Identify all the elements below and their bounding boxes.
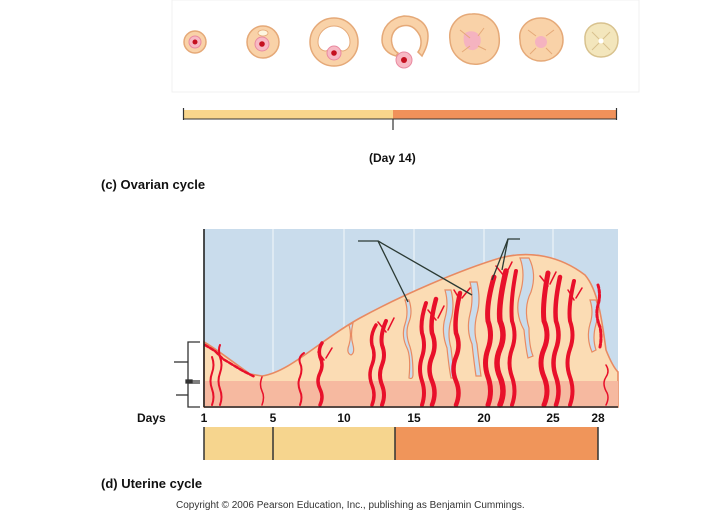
follicle-primordial bbox=[183, 30, 207, 54]
ovarian-cycle-title: (c) Ovarian cycle bbox=[101, 177, 206, 192]
follicle-secondary bbox=[309, 17, 359, 67]
day-tick-20: 20 bbox=[477, 411, 491, 425]
corpus-luteum-mature bbox=[519, 17, 564, 62]
copyright-notice: Copyright © 2006 Pearson Education, Inc.… bbox=[176, 500, 525, 511]
ovarian-phase-bar bbox=[182, 108, 618, 130]
follicle-ovulation bbox=[381, 15, 429, 69]
layer-brackets bbox=[174, 341, 200, 408]
day-tick-5: 5 bbox=[269, 411, 277, 425]
corpus-albicans bbox=[584, 22, 619, 58]
day-tick-25: 25 bbox=[546, 411, 560, 425]
corpus-luteum-early bbox=[449, 13, 501, 65]
day-tick-1: 1 bbox=[200, 411, 208, 425]
day-tick-15: 15 bbox=[407, 411, 421, 425]
endometrium-graph bbox=[174, 229, 619, 408]
uterine-cycle-title: (d) Uterine cycle bbox=[101, 476, 203, 491]
day-tick-10: 10 bbox=[337, 411, 351, 425]
uterine-phase-bar bbox=[203, 427, 599, 460]
days-axis-label: Days bbox=[137, 411, 166, 425]
ovulation-day-label: (Day 14) bbox=[369, 151, 416, 165]
leader-lines bbox=[358, 238, 520, 303]
day-tick-28: 28 bbox=[591, 411, 605, 425]
ovary-panel-frame bbox=[171, 0, 640, 93]
follicle-primary bbox=[246, 25, 280, 59]
